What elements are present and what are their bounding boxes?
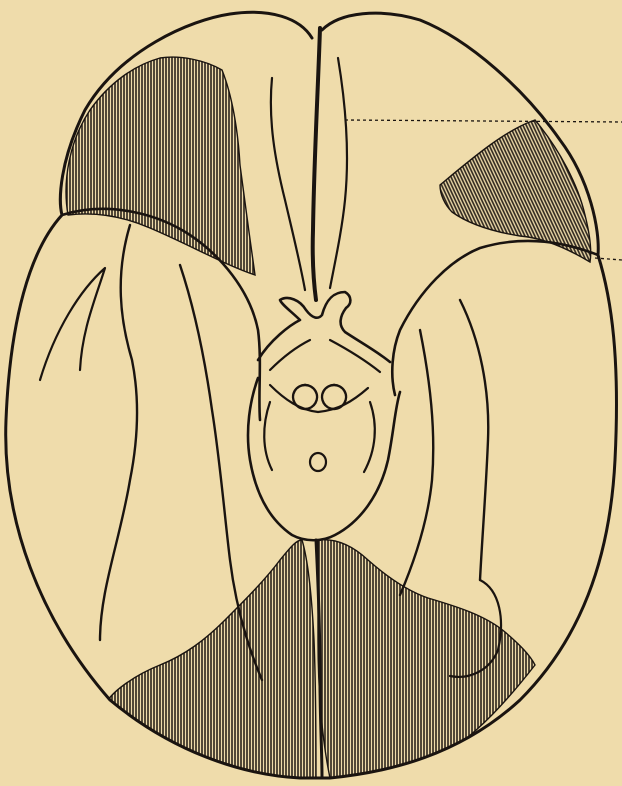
left-frontal-lobe-shaded — [66, 57, 255, 275]
left-orbital-contour — [271, 78, 305, 290]
pituitary-circle — [310, 453, 326, 471]
peduncle-arc-left — [264, 402, 272, 470]
right-temporal-contour — [460, 300, 488, 580]
left-temporal-sulcus — [40, 268, 105, 380]
right-occipital-lobe-shaded — [318, 540, 535, 778]
left-temporal-contour — [100, 225, 137, 640]
leader-line-frontal — [345, 120, 622, 122]
right-collateral-contour — [400, 330, 433, 595]
peduncle-line — [270, 385, 368, 412]
right-temporal-lobe-outline — [392, 241, 598, 395]
right-orbital-contour — [330, 58, 347, 288]
optic-chiasm — [258, 292, 390, 362]
longitudinal-fissure — [313, 28, 320, 300]
left-occipital-lobe-shaded — [108, 540, 316, 778]
peduncle-arc-right — [364, 402, 375, 472]
